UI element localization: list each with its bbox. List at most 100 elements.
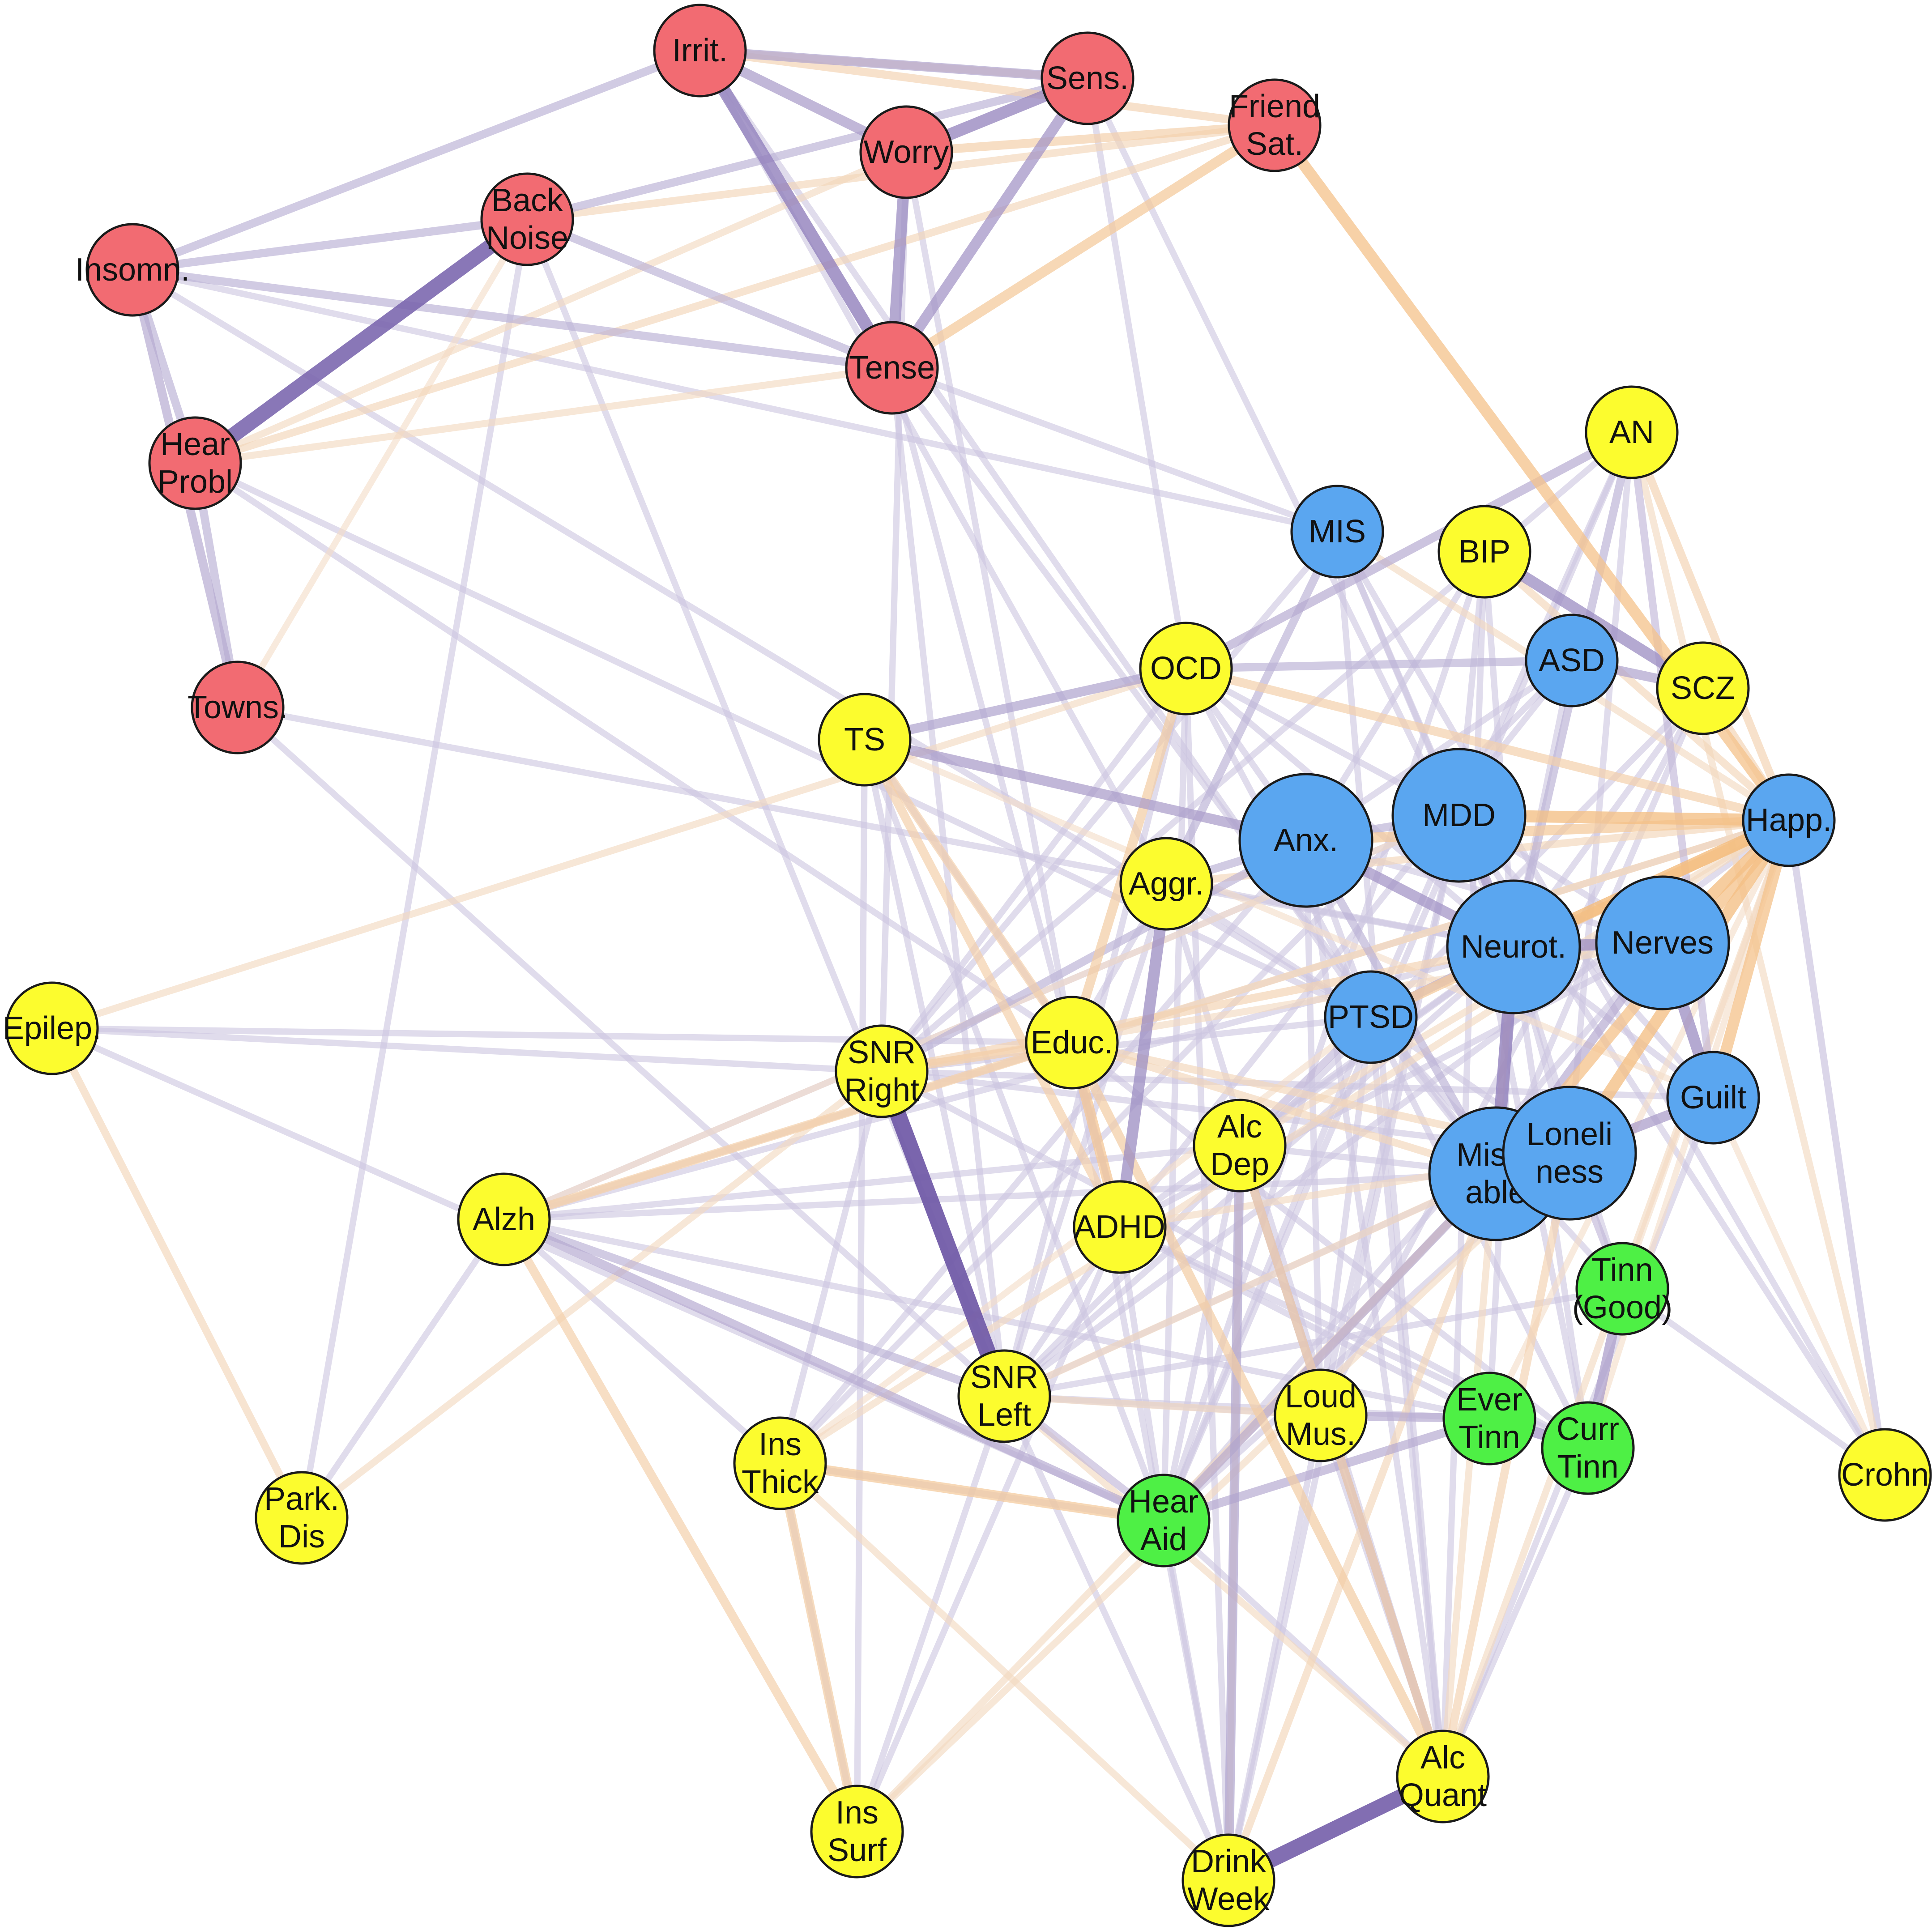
node-alzh: Alzh bbox=[457, 1172, 551, 1266]
node-drink-week-label: Drink bbox=[1191, 1844, 1267, 1879]
node-friend-sat-label: Friend bbox=[1229, 89, 1320, 124]
edge-friend-hearprobl bbox=[191, 121, 1279, 467]
node-bip-circle bbox=[1437, 505, 1531, 599]
node-sens-circle bbox=[1041, 31, 1134, 125]
node-alzh-label: Alzh bbox=[473, 1201, 535, 1237]
node-an-circle bbox=[1585, 385, 1679, 479]
node-snr-left-label: SNR bbox=[970, 1359, 1038, 1395]
edge-ocd-hearaid bbox=[1160, 665, 1190, 1524]
node-mdd-label: MDD bbox=[1422, 797, 1496, 833]
node-snr-right-label: SNR bbox=[848, 1035, 916, 1070]
edge-miserable-hearaid bbox=[1159, 1169, 1500, 1525]
edge-ts-anx bbox=[859, 734, 1311, 846]
edge-insthick-snrright bbox=[776, 1068, 885, 1467]
node-crohn: Crohn bbox=[1838, 1428, 1932, 1522]
node-insomn-label: Insomn. bbox=[75, 252, 190, 288]
edge-adhd-inssurf bbox=[853, 1223, 1123, 1835]
node-ts-circle bbox=[818, 693, 912, 787]
edge-ts-educ bbox=[860, 735, 1076, 1047]
node-loud-mus-label: Mus. bbox=[1286, 1416, 1356, 1452]
node-park-dis-label: Park. bbox=[264, 1481, 339, 1517]
edge-drinkweek-hearaid bbox=[1160, 1517, 1232, 1884]
node-scz-label: SCZ bbox=[1671, 670, 1735, 706]
edge-guilt-crohn bbox=[1710, 1094, 1889, 1478]
edge-layer bbox=[48, 44, 1889, 1888]
node-an: AN bbox=[1585, 385, 1679, 479]
node-educ-circle bbox=[1025, 996, 1119, 1090]
node-ins-surf-label: Ins bbox=[836, 1795, 879, 1831]
node-towns: Towns. bbox=[188, 660, 288, 754]
node-insomn: Insomn. bbox=[75, 223, 190, 317]
edge-irrit-tense bbox=[693, 44, 899, 375]
edge-backnoise-sens bbox=[523, 74, 1092, 224]
node-bip-label: BIP bbox=[1459, 534, 1510, 570]
node-snr-right-circle bbox=[835, 1024, 929, 1118]
node-alc-quant-label: Alc bbox=[1420, 1740, 1465, 1776]
node-nerves-circle bbox=[1595, 875, 1730, 1010]
node-nerves-label: Nerves bbox=[1612, 925, 1714, 961]
edge-hearaid-evertinn bbox=[1159, 1414, 1494, 1525]
node-ts: TS bbox=[818, 693, 912, 787]
node-alc-dep-circle bbox=[1193, 1099, 1287, 1193]
node-worry: Worry bbox=[859, 105, 953, 199]
edge-currtinn-alcquant bbox=[1439, 1444, 1591, 1780]
node-anx-label: Anx. bbox=[1274, 822, 1338, 858]
edge-friend-worry bbox=[902, 121, 1279, 157]
node-educ-label: Educ. bbox=[1031, 1025, 1113, 1061]
edge-insomn-irrit bbox=[128, 46, 704, 274]
edge-insomn-backnoise bbox=[128, 215, 532, 274]
edge-ts-inssurf bbox=[853, 736, 868, 1835]
node-park-dis: Park.Dis bbox=[255, 1471, 349, 1565]
edge-alzh-inssurf bbox=[499, 1215, 862, 1836]
node-happ: Happ. bbox=[1742, 773, 1836, 867]
edge-inssurf-loneliness bbox=[853, 1150, 1573, 1835]
edge-backnoise-tense bbox=[523, 215, 896, 372]
node-scz-circle bbox=[1656, 641, 1750, 735]
edge-parkdis-snrright bbox=[298, 1068, 885, 1521]
node-anx-circle bbox=[1238, 773, 1373, 908]
edge-mis-aggr bbox=[1162, 527, 1342, 888]
edge-snrright-neurot bbox=[877, 942, 1518, 1076]
edge-backnoise-hearprobl bbox=[188, 212, 535, 471]
node-asd-label: ASD bbox=[1539, 643, 1605, 678]
node-ocd-circle bbox=[1139, 622, 1233, 716]
node-back-noise-label: Back bbox=[491, 183, 563, 218]
edge-irrit-sens bbox=[695, 46, 1092, 83]
node-tense-label: Tense bbox=[849, 350, 935, 386]
node-hear-probl-label: Probl bbox=[158, 464, 233, 500]
node-loud-mus-label: Loud bbox=[1285, 1379, 1356, 1414]
node-hear-aid-label: Aid bbox=[1140, 1521, 1187, 1557]
node-guilt-label: Guilt bbox=[1680, 1080, 1746, 1116]
node-drink-week-circle bbox=[1181, 1833, 1275, 1927]
edge-miserable-snrleft bbox=[1001, 1170, 1499, 1400]
node-curr-tinn-circle bbox=[1541, 1401, 1635, 1495]
node-ever-tinn-circle bbox=[1442, 1372, 1536, 1466]
node-guilt: Guilt bbox=[1666, 1051, 1760, 1145]
edge-crohn-happ bbox=[1785, 817, 1889, 1478]
node-sens: Sens. bbox=[1041, 31, 1134, 125]
edge-aggr-snrleft bbox=[1001, 880, 1170, 1400]
edge-towns-snrleft bbox=[234, 704, 1008, 1400]
node-ptsd: PTSD bbox=[1324, 970, 1418, 1064]
edge-backnoise-towns bbox=[234, 216, 531, 711]
node-loneliness-label: ness bbox=[1535, 1154, 1604, 1190]
edge-tense-mis bbox=[888, 364, 1341, 535]
node-ever-tinn-label: Tinn bbox=[1459, 1419, 1520, 1455]
node-mis-circle bbox=[1290, 485, 1384, 579]
node-ts-label: TS bbox=[844, 722, 885, 758]
node-aggr-label: Aggr. bbox=[1129, 866, 1204, 902]
node-curr-tinn-label: Tinn bbox=[1557, 1449, 1618, 1485]
edge-ts-guilt bbox=[861, 736, 1717, 1101]
edge-insthick-alzh bbox=[500, 1216, 784, 1467]
edge-ocd-asd bbox=[1181, 656, 1576, 673]
edge-loudmus-anx bbox=[1302, 837, 1324, 1419]
edge-alcquant-loneliness bbox=[1438, 1149, 1574, 1781]
node-ptsd-circle bbox=[1324, 970, 1418, 1064]
edge-snrright-ocd bbox=[878, 665, 1190, 1075]
node-neurot-label: Neurot. bbox=[1461, 929, 1566, 965]
